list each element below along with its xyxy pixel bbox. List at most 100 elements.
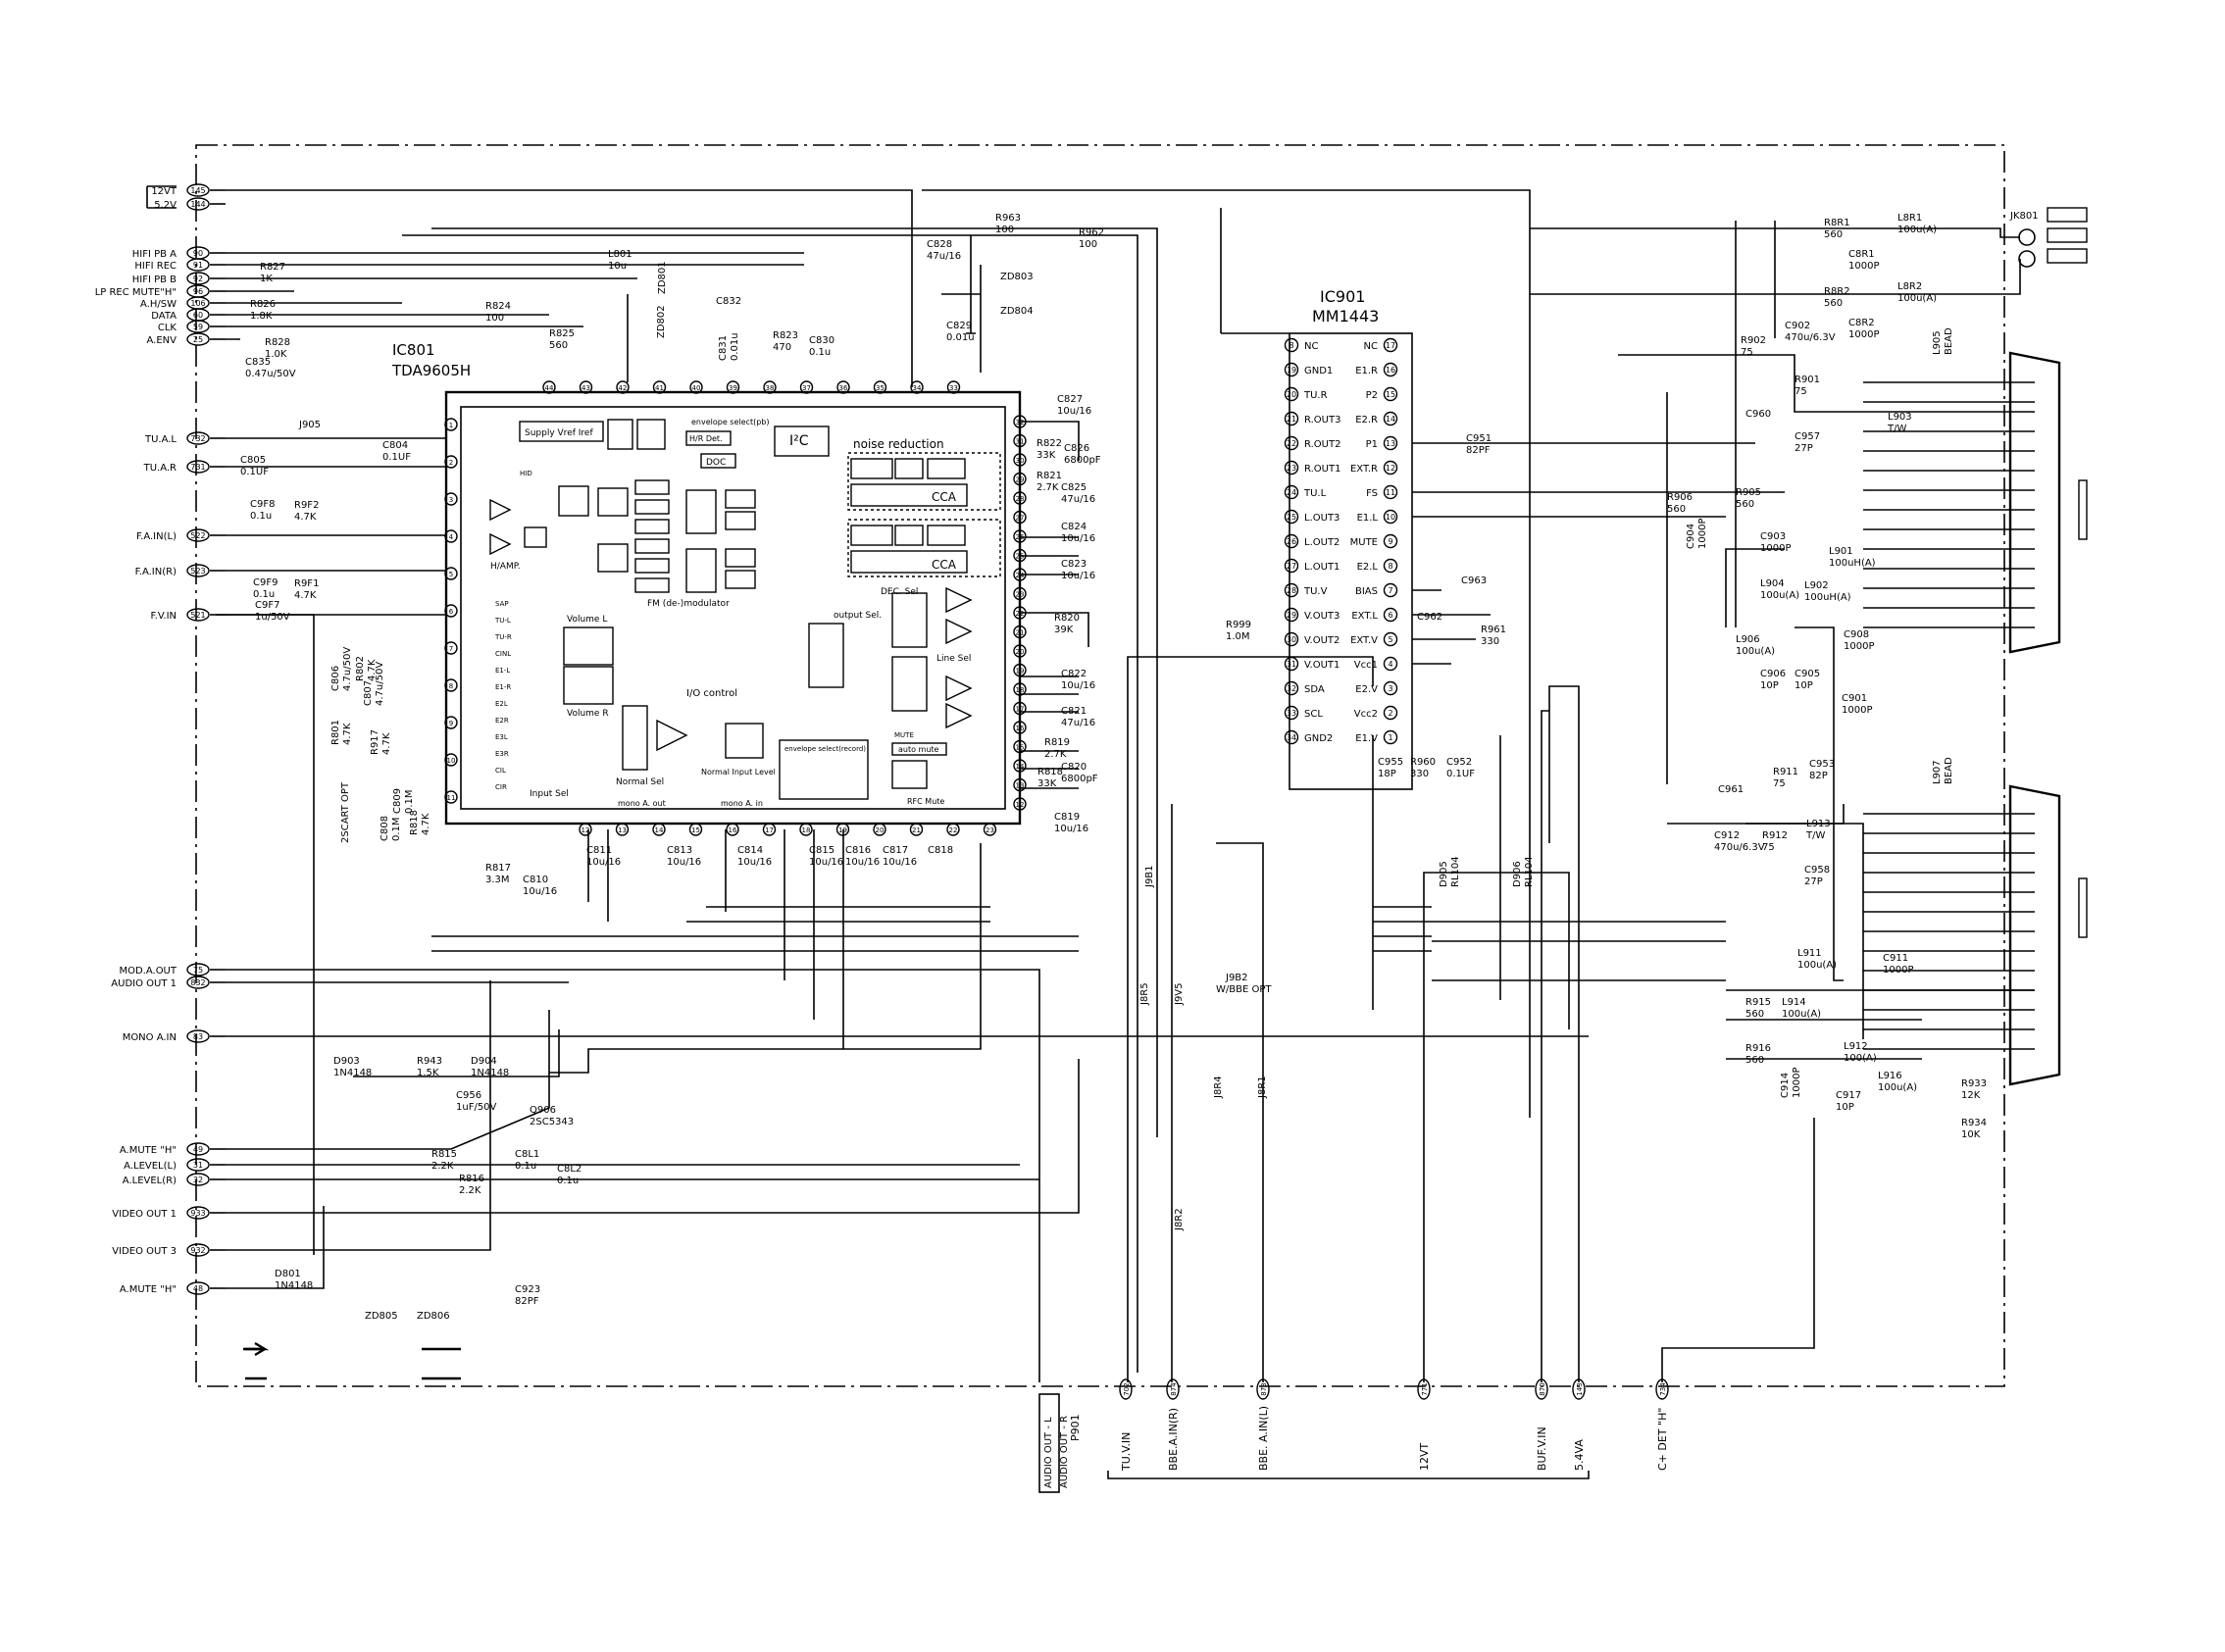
left-port-label: TU.A.R bbox=[143, 463, 177, 474]
rfc-mute-label: RFC Mute bbox=[907, 797, 944, 806]
ic-pin-number: 40 bbox=[692, 384, 701, 392]
component-r823: R823 bbox=[773, 330, 798, 341]
ic901-pin bbox=[1383, 705, 1398, 721]
component-c819: 10u/16 bbox=[1054, 824, 1088, 834]
ic-pin bbox=[873, 380, 887, 394]
component-r817_2: R917 bbox=[370, 729, 380, 755]
ic901-pin-label: TU.V bbox=[1303, 586, 1328, 597]
wire bbox=[1541, 710, 1549, 1382]
component-c810: 10u/16 bbox=[523, 886, 557, 897]
left-port-pin: 92 bbox=[193, 275, 203, 283]
component-c904: C904 bbox=[1686, 524, 1696, 549]
port-terminal bbox=[1256, 1378, 1270, 1400]
component-c902: C902 bbox=[1785, 321, 1810, 331]
ic-pin-number: 21 bbox=[1016, 629, 1025, 637]
component-r826: 1.8K bbox=[250, 311, 273, 322]
p901-connector: P901 AUDIO OUT - L AUDIO OUT - R bbox=[1038, 1393, 1082, 1493]
left-port: A.LEVEL(L)31 bbox=[124, 1158, 226, 1172]
wire bbox=[1618, 354, 2035, 413]
wire bbox=[1432, 921, 1726, 981]
component-r825: 560 bbox=[549, 340, 568, 351]
ic-pin bbox=[1013, 625, 1027, 639]
component-l904: 100u(A) bbox=[1760, 590, 1799, 601]
ic-pin bbox=[444, 790, 458, 804]
component-l8r1: L8R1 bbox=[1897, 213, 1922, 224]
left-port-label: A.LEVEL(R) bbox=[123, 1176, 177, 1186]
supply-block: Supply Vref Iref bbox=[525, 428, 593, 438]
ic901-pin-number: 1 bbox=[1388, 733, 1392, 742]
ic-pin bbox=[1013, 777, 1027, 792]
component-d903: 1N4148 bbox=[333, 1068, 372, 1078]
p901-ref: P901 bbox=[1069, 1414, 1082, 1441]
wire bbox=[1795, 626, 1844, 981]
wire bbox=[1863, 548, 2035, 609]
ic-pin-number: 38 bbox=[766, 384, 775, 392]
ic901-pin-number: 9 bbox=[1388, 537, 1392, 546]
ic901-pin bbox=[1383, 631, 1398, 647]
ic-pin-number: 41 bbox=[655, 384, 664, 392]
ic-pin-number: 4 bbox=[449, 533, 454, 541]
component-r901: R901 bbox=[1795, 375, 1820, 385]
component-c8r1: 1000P bbox=[1848, 261, 1879, 272]
ic801-input-label: TU-L bbox=[494, 617, 511, 625]
ic801-input-label: TU-R bbox=[494, 633, 512, 641]
bottom-bracket bbox=[1107, 1471, 1590, 1479]
component-c8l1: C8L1 bbox=[515, 1149, 539, 1160]
ic801-input-label: E2R bbox=[495, 717, 509, 725]
port-terminal bbox=[186, 1173, 210, 1186]
ic901-pin bbox=[1383, 607, 1398, 623]
port-terminal bbox=[1572, 1378, 1586, 1400]
wire bbox=[1373, 906, 1432, 952]
component-c829: C829 bbox=[946, 321, 972, 331]
component-c826: 6800pF bbox=[1064, 455, 1101, 466]
component-l901: 100uH(A) bbox=[1829, 558, 1876, 569]
port-terminal bbox=[186, 1243, 210, 1257]
component-c815: C815 bbox=[809, 845, 834, 856]
ic901-pin-number: 7 bbox=[1388, 586, 1392, 595]
ic901-pin bbox=[1383, 337, 1398, 353]
ic901-pin-label: L.OUT3 bbox=[1304, 513, 1340, 524]
component-c957: C957 bbox=[1795, 431, 1820, 442]
ic901-pin-number: 12 bbox=[1386, 464, 1395, 473]
left-port-label: F.A.IN(L) bbox=[136, 531, 177, 542]
ic901-pin bbox=[1284, 680, 1299, 696]
ic-pin-number: 44 bbox=[545, 384, 554, 392]
dec-sel-label: DEC. Sel bbox=[881, 587, 918, 597]
port-terminal bbox=[186, 1206, 210, 1220]
scart-connector-2 bbox=[2008, 784, 2061, 1086]
component-c903: 1000P bbox=[1760, 543, 1791, 554]
ic-pin bbox=[946, 380, 961, 394]
component-l901: L901 bbox=[1829, 546, 1853, 557]
ic-pin-number: 1 bbox=[449, 422, 453, 429]
component-j9b2: J9B2 bbox=[1225, 973, 1248, 983]
input-sel-label: Input Sel bbox=[530, 789, 569, 799]
wire bbox=[1372, 735, 1501, 1010]
component-l905: BEAD bbox=[1944, 327, 1954, 355]
ic901-pin bbox=[1284, 509, 1299, 525]
ic-pin-number: 28 bbox=[1016, 495, 1025, 503]
ic901-pin-number: 19 bbox=[1287, 366, 1296, 375]
ic901-pin-number: 2 bbox=[1388, 709, 1392, 718]
ic-pin-number: 13 bbox=[618, 826, 627, 834]
component-d904: D904 bbox=[471, 1056, 497, 1067]
ic901-pin bbox=[1383, 656, 1398, 672]
left-port-label: HIFI REC bbox=[134, 261, 177, 272]
component-c960: C960 bbox=[1745, 409, 1771, 420]
ic901-pin-label: L.OUT1 bbox=[1304, 562, 1340, 573]
ic901-pin-label: E1.L bbox=[1357, 513, 1379, 524]
ic-pin bbox=[652, 380, 667, 394]
ic901-pin-label: EXT.L bbox=[1351, 611, 1378, 622]
ic901-pin-number: 25 bbox=[1287, 513, 1296, 522]
ic901-pin bbox=[1284, 411, 1299, 426]
component-l913: T/W bbox=[1805, 830, 1825, 841]
port-terminal bbox=[1535, 1378, 1548, 1400]
component-c9f8: C9F8 bbox=[250, 499, 275, 510]
left-port-pin: 83 bbox=[193, 1032, 203, 1041]
component-c832: C832 bbox=[716, 296, 741, 307]
